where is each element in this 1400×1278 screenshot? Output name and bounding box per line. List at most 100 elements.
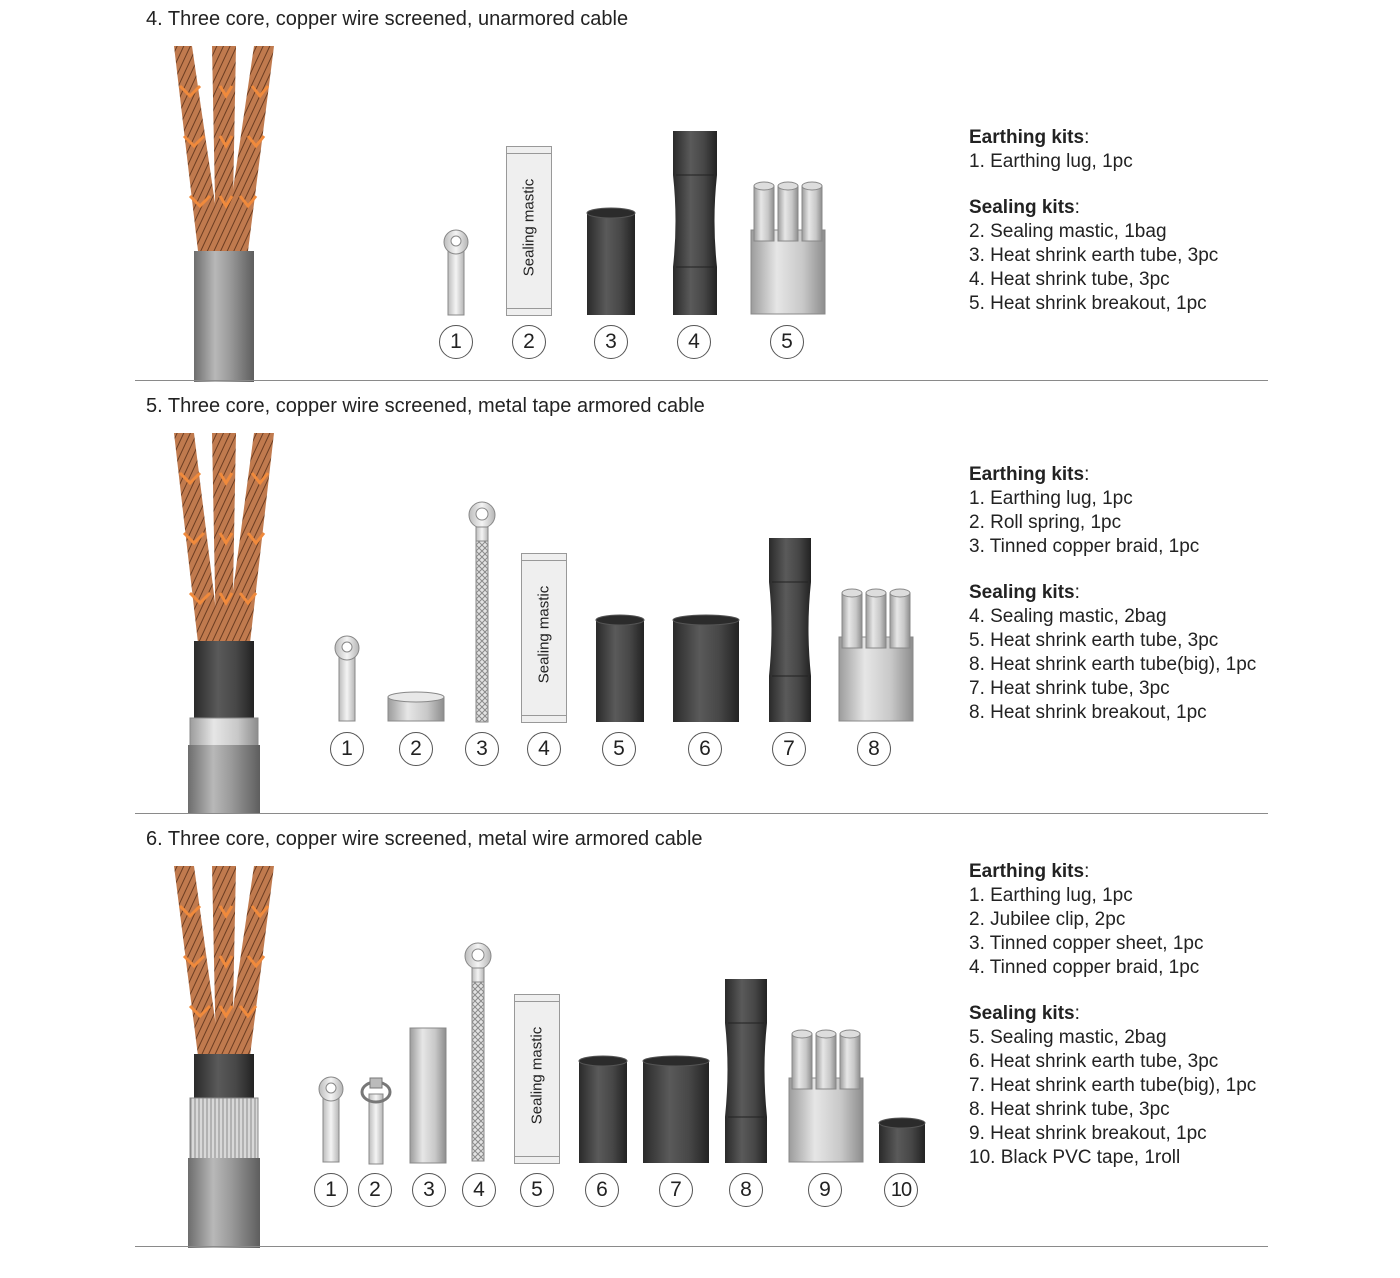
kit-item: 2. Roll spring, 1pc xyxy=(969,512,1122,533)
mastic-label: Sealing mastic xyxy=(535,585,553,684)
kit-item: 4. Heat shrink tube, 3pc xyxy=(969,269,1170,290)
earthing-lug-1 xyxy=(334,635,360,722)
cable-illustration-unarmored xyxy=(174,46,274,382)
kit-item: 5. Heat shrink breakout, 1pc xyxy=(969,293,1207,314)
heat-shrink-breakout xyxy=(838,588,914,722)
earthing-kits-heading: Earthing kits xyxy=(969,861,1085,882)
copper-cores xyxy=(174,866,274,1056)
item-number: 8 xyxy=(729,1173,763,1207)
kit-item: 4. Sealing mastic, 2bag xyxy=(969,606,1167,627)
sealing-kits-heading: Sealing kits xyxy=(969,1003,1075,1024)
item-number: 2 xyxy=(358,1173,392,1207)
jubilee-clip xyxy=(360,1077,392,1165)
earthing-lug-1 xyxy=(443,229,469,316)
section-divider xyxy=(135,1246,1268,1247)
kit-item: 2. Jubilee clip, 2pc xyxy=(969,909,1126,930)
heat-shrink-tube xyxy=(673,131,717,315)
heat-shrink-earth-tube xyxy=(595,614,645,722)
section-title-6: 6. Three core, copper wire screened, met… xyxy=(146,828,703,850)
item-number: 5 xyxy=(520,1173,554,1207)
outer-sheath xyxy=(188,745,260,813)
sealing-mastic-package: Sealing mastic xyxy=(521,553,567,723)
metal-tape-armor xyxy=(189,717,259,747)
kit-item: 1. Earthing lug, 1pc xyxy=(969,151,1133,172)
item-number: 4 xyxy=(677,325,711,359)
outer-sheath xyxy=(194,251,254,382)
sealing-mastic-package: Sealing mastic xyxy=(514,994,560,1164)
item-number: 4 xyxy=(527,732,561,766)
kit-item: 7. Heat shrink earth tube(big), 1pc xyxy=(969,1075,1257,1096)
item-number: 6 xyxy=(688,732,722,766)
kit-item: 10. Black PVC tape, 1roll xyxy=(969,1147,1181,1168)
kit-list-4: Earthing kits: 1. Earthing lug, 1pc Seal… xyxy=(969,127,1219,314)
earthing-lug-1 xyxy=(318,1076,344,1163)
item-number: 5 xyxy=(602,732,636,766)
mastic-label: Sealing mastic xyxy=(528,1026,546,1125)
black-pvc-tape xyxy=(878,1117,926,1163)
kit-list-5: Earthing kits: 1. Earthing lug, 1pc 2. R… xyxy=(969,464,1257,723)
item-number: 2 xyxy=(399,732,433,766)
heat-shrink-earth-tube-big xyxy=(672,614,740,722)
item-number: 10 xyxy=(884,1173,918,1207)
kit-item: 3. Tinned copper sheet, 1pc xyxy=(969,933,1204,954)
sealing-kits-heading: Sealing kits xyxy=(969,582,1075,603)
wire-armor xyxy=(189,1097,259,1161)
section-divider xyxy=(135,380,1268,381)
earthing-kits-heading: Earthing kits xyxy=(969,464,1085,485)
item-number: 7 xyxy=(659,1173,693,1207)
section-title-5: 5. Three core, copper wire screened, met… xyxy=(146,395,705,417)
heat-shrink-tube xyxy=(769,538,811,722)
tinned-copper-braid xyxy=(464,942,492,1162)
cable-illustration-wire-armored xyxy=(174,866,274,1248)
kit-item: 7. Heat shrink tube, 3pc xyxy=(969,678,1170,699)
roll-spring xyxy=(387,691,445,722)
heat-shrink-tube xyxy=(725,979,767,1163)
kit-item: 2. Sealing mastic, 1bag xyxy=(969,221,1167,242)
kit-item: 9. Heat shrink breakout, 1pc xyxy=(969,1123,1207,1144)
kit-item: 1. Earthing lug, 1pc xyxy=(969,885,1133,906)
kit-item: 3. Heat shrink earth tube, 3pc xyxy=(969,245,1219,266)
heat-shrink-earth-tube xyxy=(578,1055,628,1163)
item-number: 7 xyxy=(772,732,806,766)
kit-item: 4. Tinned copper braid, 1pc xyxy=(969,957,1200,978)
item-number: 3 xyxy=(594,325,628,359)
cable-illustration-tape-armored xyxy=(174,433,274,813)
outer-sheath xyxy=(188,1158,260,1248)
sealing-mastic-package: Sealing mastic xyxy=(506,146,552,316)
kit-item: 8. Heat shrink breakout, 1pc xyxy=(969,702,1207,723)
heat-shrink-breakout xyxy=(788,1029,864,1163)
kit-item: 6. Heat shrink earth tube, 3pc xyxy=(969,1051,1219,1072)
sealing-kits-heading: Sealing kits xyxy=(969,197,1075,218)
kit-item: 5. Heat shrink earth tube, 3pc xyxy=(969,630,1219,651)
item-number: 3 xyxy=(412,1173,446,1207)
copper-cores xyxy=(174,46,274,251)
item-number: 6 xyxy=(585,1173,619,1207)
section-divider xyxy=(135,813,1268,814)
heat-shrink-breakout xyxy=(750,181,826,315)
item-number: 9 xyxy=(808,1173,842,1207)
item-number: 3 xyxy=(465,732,499,766)
mastic-label: Sealing mastic xyxy=(520,178,538,277)
heat-shrink-earth-tube-big xyxy=(642,1055,710,1163)
section-title-4: 4. Three core, copper wire screened, una… xyxy=(146,8,629,30)
earthing-kits-heading: Earthing kits xyxy=(969,127,1085,148)
kit-item: 8. Heat shrink earth tube(big), 1pc xyxy=(969,654,1257,675)
kit-item: 1. Earthing lug, 1pc xyxy=(969,488,1133,509)
kit-item: 3. Tinned copper braid, 1pc xyxy=(969,536,1200,557)
inner-sheath xyxy=(194,1054,254,1100)
item-number: 4 xyxy=(462,1173,496,1207)
heat-shrink-earth-tube xyxy=(586,207,636,315)
tinned-copper-braid xyxy=(468,501,496,723)
item-number: 8 xyxy=(857,732,891,766)
kit-list-6: Earthing kits: 1. Earthing lug, 1pc 2. J… xyxy=(969,861,1257,1168)
copper-cores xyxy=(174,433,274,643)
inner-sheath xyxy=(194,641,254,721)
tinned-copper-sheet xyxy=(409,1027,447,1164)
item-number: 1 xyxy=(439,325,473,359)
item-number: 2 xyxy=(512,325,546,359)
kit-item: 8. Heat shrink tube, 3pc xyxy=(969,1099,1170,1120)
kit-item: 5. Sealing mastic, 2bag xyxy=(969,1027,1167,1048)
item-number: 5 xyxy=(770,325,804,359)
item-number: 1 xyxy=(330,732,364,766)
item-number: 1 xyxy=(314,1173,348,1207)
